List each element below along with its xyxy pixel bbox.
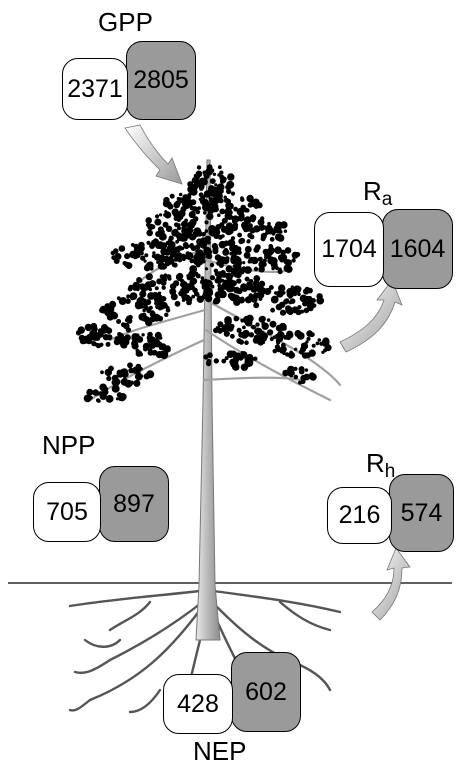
ra-label-subscript: a bbox=[381, 189, 393, 210]
nep-label-text: NEP bbox=[193, 736, 247, 766]
nep-light-box: 428 bbox=[163, 674, 233, 734]
npp-light-box: 705 bbox=[33, 482, 101, 542]
rh-label: Rh bbox=[366, 448, 395, 481]
pine-tree-foliage bbox=[75, 164, 332, 403]
ra-light-box: 1704 bbox=[314, 212, 384, 287]
arrow-icon bbox=[124, 124, 183, 185]
gpp-dark-value: 2805 bbox=[133, 66, 189, 94]
npp-light-value: 705 bbox=[46, 497, 88, 526]
rh-light-value: 216 bbox=[338, 501, 381, 529]
npp-label: NPP bbox=[42, 432, 95, 458]
nep-dark-box: 602 bbox=[231, 652, 301, 732]
gpp-light-value: 2371 bbox=[67, 74, 123, 103]
npp-dark-box: 897 bbox=[99, 466, 169, 542]
nep-label: NEP bbox=[193, 738, 246, 764]
arrow-icon bbox=[339, 279, 403, 353]
npp-label-text: NPP bbox=[42, 430, 96, 460]
rh-light-box: 216 bbox=[327, 487, 392, 544]
ra-dark-value: 1604 bbox=[389, 234, 446, 263]
ra-dark-box: 1604 bbox=[382, 209, 453, 289]
gpp-dark-box: 2805 bbox=[126, 41, 196, 120]
ra-label: Ra bbox=[363, 176, 392, 209]
nep-dark-value: 602 bbox=[245, 677, 287, 706]
roots bbox=[68, 588, 342, 732]
rh-dark-box: 574 bbox=[389, 474, 454, 552]
rh-label-subscript: h bbox=[384, 461, 396, 482]
gpp-light-box: 2371 bbox=[62, 58, 128, 120]
ra-label-text: R bbox=[363, 176, 382, 206]
rh-dark-value: 574 bbox=[400, 498, 443, 527]
npp-dark-value: 897 bbox=[113, 489, 155, 518]
rh-label-text: R bbox=[366, 448, 385, 478]
gpp-label: GPP bbox=[98, 9, 153, 35]
gpp-label-text: GPP bbox=[98, 7, 153, 37]
nep-light-value: 428 bbox=[177, 689, 219, 718]
tree-trunk bbox=[195, 159, 221, 641]
arrow-icon bbox=[371, 547, 411, 621]
ra-light-value: 1704 bbox=[321, 235, 377, 263]
